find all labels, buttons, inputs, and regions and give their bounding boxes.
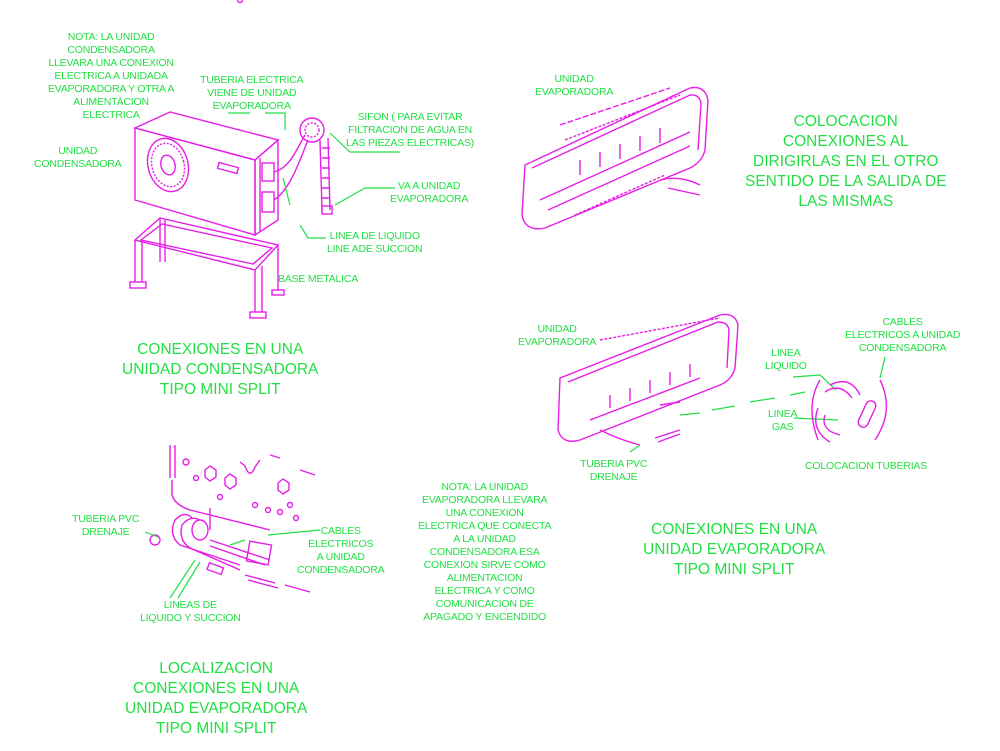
evaporator-unit-middle-drawing: [557, 313, 739, 446]
label-evaporator-unit-top: UNIDAD EVAPORADORA: [535, 73, 614, 98]
condensing-leader-lines: [228, 112, 400, 239]
label-pvc-drain-evap: TUBERIA PVC DRENAJE: [580, 458, 648, 483]
label-metal-base: BASE METALICA: [278, 273, 359, 285]
label-electrical-cables-loc: CABLES ELECTRICOS A UNIDAD CONDENSADORA: [297, 525, 385, 576]
evaporator-unit-top-drawing: [521, 86, 709, 230]
pipe-placement-detail: [811, 379, 888, 443]
title-connection-placement: COLOCACION CONEXIONES AL DIRIGIRLAS EN E…: [745, 113, 947, 210]
title-localization: LOCALIZACION CONEXIONES EN UNA UNIDAD EV…: [125, 660, 308, 737]
label-condensing-unit: UNIDAD CONDENSADORA: [34, 145, 122, 170]
label-evaporator-unit-middle: UNIDAD EVAPORADORA: [518, 323, 597, 348]
title-condensing-connections: CONEXIONES EN UNA UNIDAD CONDENSADORA TI…: [122, 341, 319, 398]
label-siphon: SIFON ( PARA EVITAR FILTRACION DE AGUA E…: [346, 111, 475, 149]
localization-detail-drawing: [149, 0, 316, 593]
metal-base-drawing: [129, 217, 285, 319]
label-liquid-suction-lines: LINEA DE LIQUIDO LINE ADE SUCCION: [327, 230, 423, 255]
condensing-unit-drawing: [132, 111, 333, 237]
label-goes-to-evaporator: VA A UNIDAD EVAPORADORA: [390, 180, 469, 205]
label-liquid-suction-lines-loc: LINEAS DE LIQUIDO Y SUCCION: [140, 599, 241, 624]
evaporator-unit-note: NOTA: LA UNIDAD EVAPORADORA LLEVARA UNA …: [418, 481, 552, 623]
label-electrical-pipe: TUBERIA ELECTRICA VIENE DE UNIDAD EVAPOR…: [200, 74, 304, 112]
title-evaporator-connections: CONEXIONES EN UNA UNIDAD EVAPORADORA TIP…: [643, 521, 826, 578]
label-electrical-cables-evap: CABLES ELECTRICOS A UNIDAD CONDENSADORA: [845, 316, 961, 354]
label-liquid-line: LINEA LIQUIDO: [765, 347, 807, 372]
label-pipe-placement: COLOCACION TUBERIAS: [805, 460, 928, 472]
condensing-unit-note: NOTA: LA UNIDAD CONDENSADORA LLEVARA UNA…: [48, 31, 175, 121]
label-gas-line: LINEA GAS: [768, 408, 798, 433]
label-pvc-drain-loc: TUBERIA PVC DRENAJE: [72, 513, 140, 538]
localization-leaders: [144, 529, 321, 599]
